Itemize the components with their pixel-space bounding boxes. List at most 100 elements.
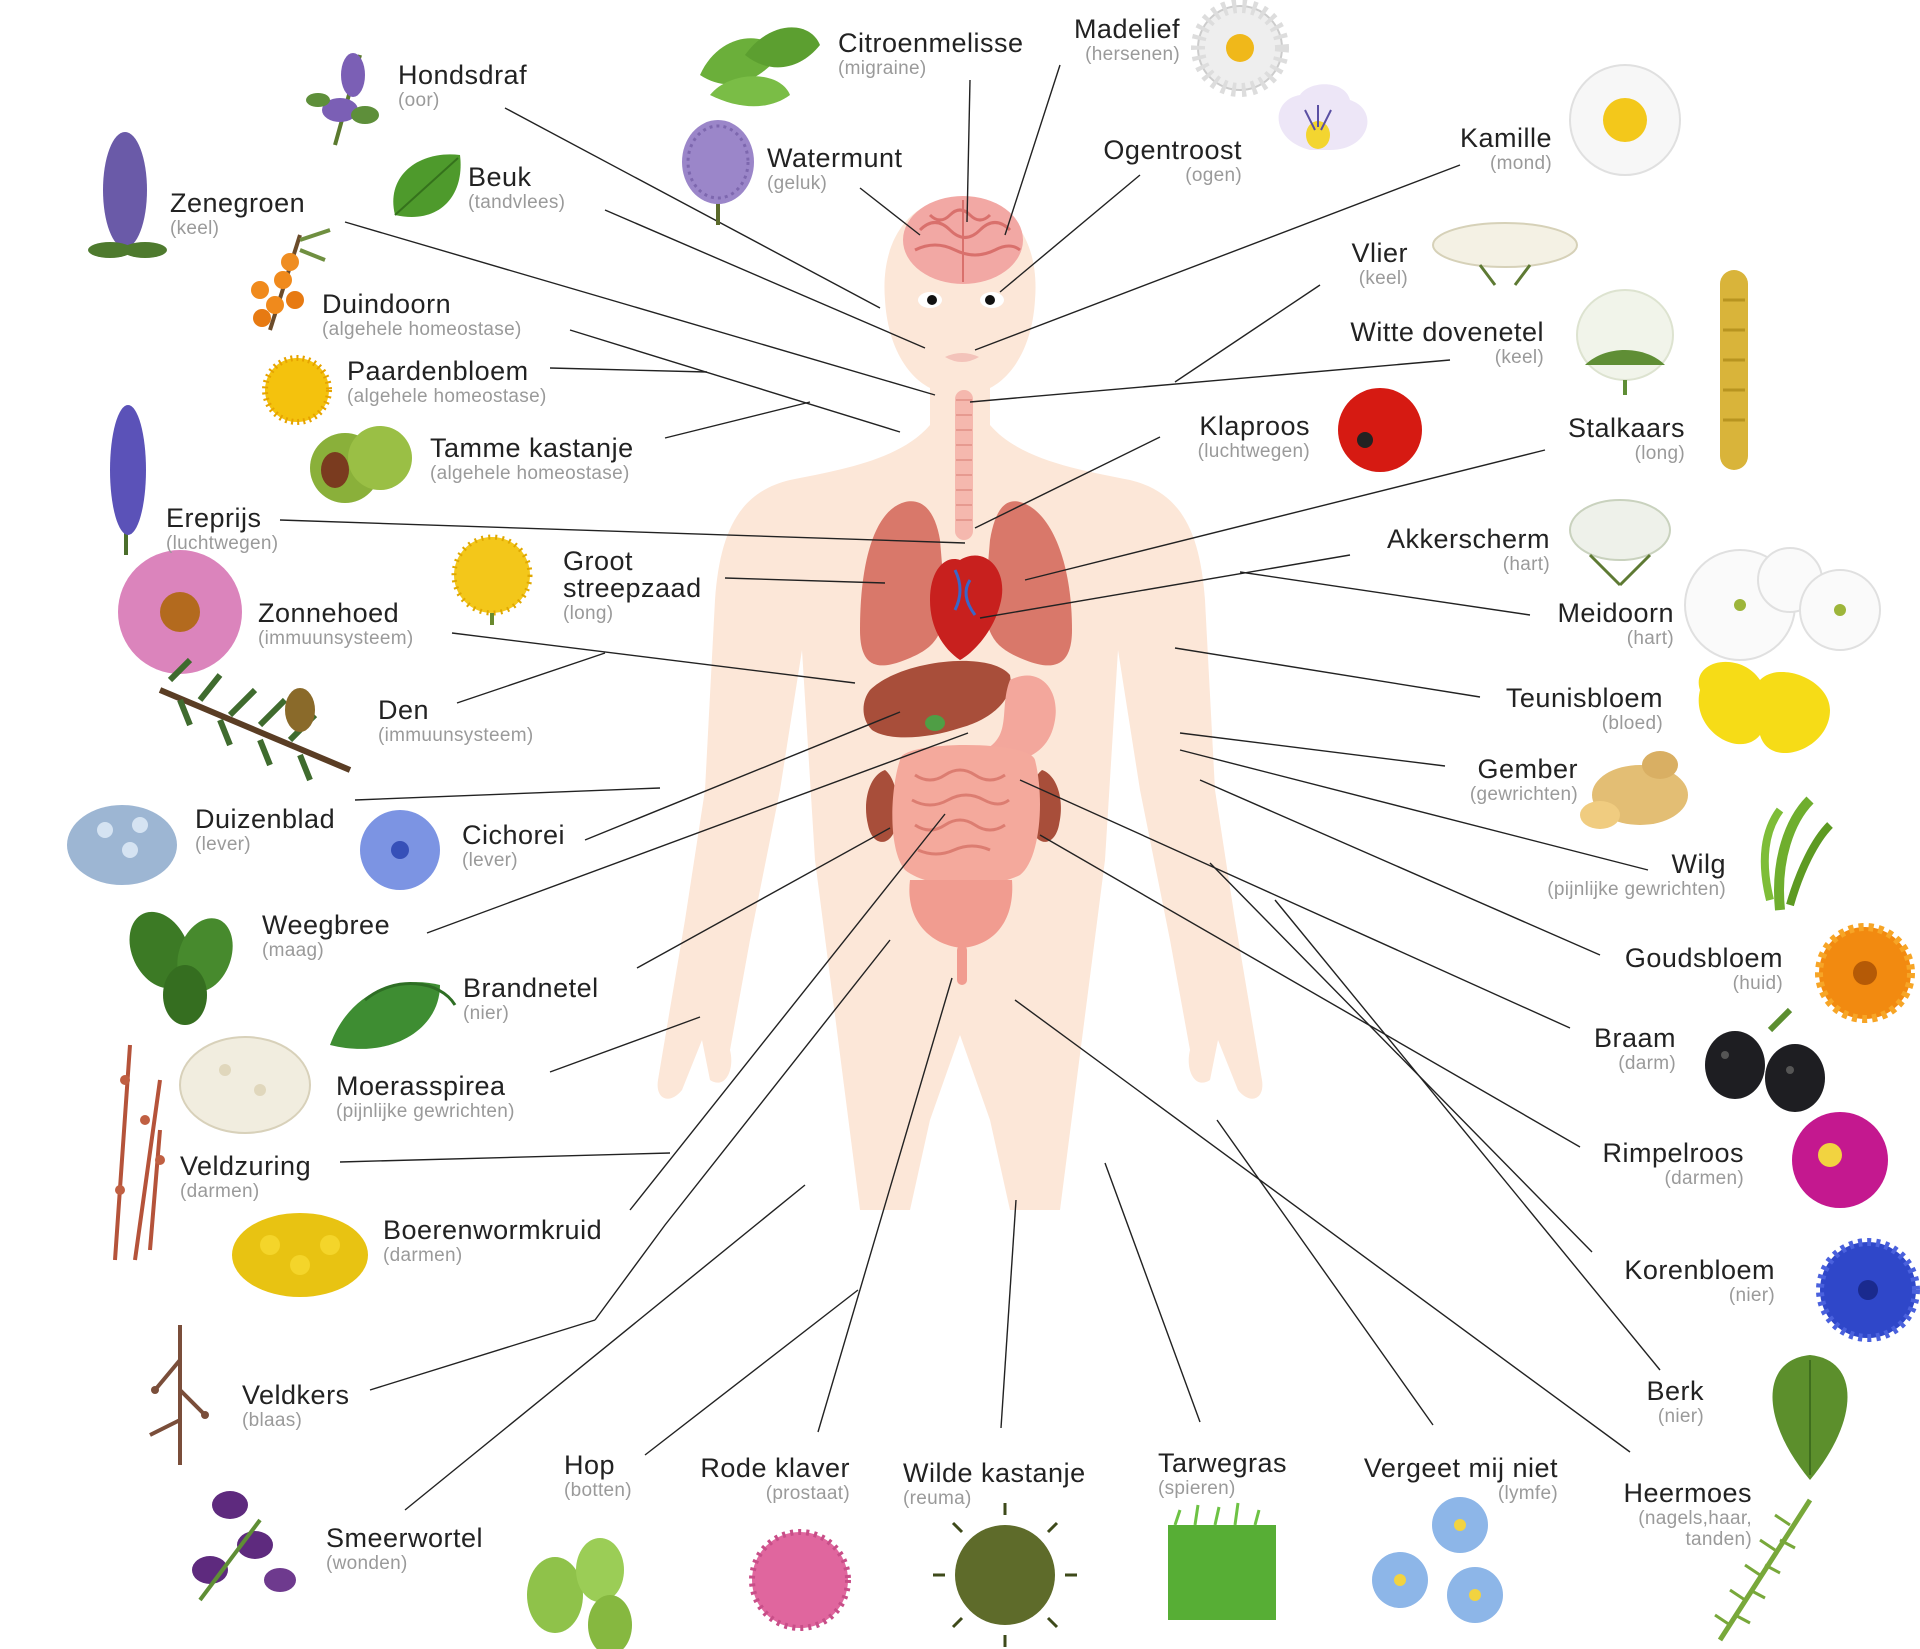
- plant-organ: (maag): [262, 940, 324, 961]
- label-citroenmelisse: Citroenmelisse(migraine): [838, 28, 1024, 79]
- plant-name: Citroenmelisse: [838, 28, 1024, 58]
- label-duizenblad: Duizenblad(lever): [195, 804, 336, 855]
- label-madelief: Madelief(hersenen): [1068, 16, 1180, 65]
- plant-organ: (algehele homeostase): [430, 463, 630, 484]
- plant-name: Vergeet mij niet: [1363, 1453, 1558, 1483]
- plant-name: Cichorei: [462, 820, 566, 850]
- label-ereprijs: Ereprijs(luchtwegen): [166, 503, 278, 554]
- label-teunisbloem: Teunisbloem(bloed): [1480, 683, 1663, 734]
- wild-carrot-flower-icon: [1569, 499, 1671, 587]
- plant-organ: (tandvlees): [468, 192, 566, 213]
- plant-name: Kamille: [1459, 123, 1552, 153]
- plant-name: Beuk: [468, 162, 532, 192]
- plant-name: Den: [378, 695, 430, 725]
- plant-name: Meidoorn: [1557, 598, 1674, 628]
- plant-organ: (mond): [1490, 153, 1552, 174]
- label-vlier: Vlier(keel): [1310, 240, 1408, 289]
- evening-primrose-flower-icon: [1698, 661, 1830, 754]
- label-meidoorn: Meidoorn(hart): [1540, 598, 1674, 649]
- label-gember: Gember(gewrichten): [1440, 756, 1578, 805]
- plant-name: Goudsbloem: [1624, 943, 1783, 973]
- plant-name: Teunisbloem: [1505, 683, 1663, 713]
- cress-plant-icon: [149, 1325, 209, 1465]
- plant-organ: (nier): [1728, 1285, 1775, 1306]
- plant-organ: (algehele homeostase): [347, 386, 547, 407]
- elderflower-icon: [1432, 222, 1578, 286]
- plant-organ: (hersenen): [1085, 44, 1180, 65]
- plant-organ: (luchtwegen): [1197, 441, 1310, 462]
- plant-name: Rode klaver: [700, 1453, 850, 1483]
- intestines: [892, 745, 1040, 886]
- bladder: [909, 880, 1013, 985]
- label-akkerscherm: Akkerscherm(hart): [1370, 526, 1550, 575]
- beech-leaf-icon: [393, 154, 461, 217]
- plant-name: Paardenbloem: [347, 356, 529, 386]
- red-clover-icon: [749, 1529, 851, 1631]
- label-paardenbloem: Paardenbloem(algehele homeostase): [347, 356, 547, 407]
- plant-name: Zenegroen: [170, 188, 306, 218]
- plant-organ: (darm): [1618, 1053, 1676, 1074]
- connector-lines: [279, 64, 1661, 1511]
- plant-name: Tarwegras: [1158, 1448, 1288, 1478]
- plant-organ: (migraine): [838, 58, 927, 79]
- plant-name: Ereprijs: [166, 503, 262, 533]
- label-boerenwormkruid: Boerenwormkruid(darmen): [383, 1215, 603, 1266]
- plant-name: Tamme kastanje: [430, 433, 634, 463]
- plant-name: Klaproos: [1199, 411, 1310, 441]
- label-ogentroost: Ogentroost(ogen): [1080, 135, 1242, 186]
- pine-branch-icon: [158, 657, 352, 782]
- plant-name: Wilg: [1671, 849, 1726, 879]
- plant-name: Duizenblad: [195, 804, 336, 834]
- label-moerasspirea: Moerasspirea(pijnlijke gewrichten): [336, 1073, 515, 1122]
- plant-name: Stalkaars: [1567, 413, 1685, 443]
- label-heermoes: Heermoes(nagels,haar, tanden): [1610, 1480, 1752, 1551]
- plant-organ: (lever): [462, 850, 518, 871]
- plant-organ: (spieren): [1158, 1478, 1236, 1499]
- chicory-flower-icon: [360, 810, 440, 890]
- plant-organ: (lever): [195, 834, 251, 855]
- plant-organ: (keel): [1494, 347, 1544, 368]
- label-wilde-kastanje: Wilde kastanje(reuma): [903, 1460, 1086, 1509]
- eyebright-flower-icon: [1278, 84, 1368, 150]
- plant-organ: (prostaat): [765, 1483, 850, 1504]
- plant-organ: (immuunsysteem): [258, 628, 414, 649]
- plant-name: Korenbloem: [1624, 1255, 1775, 1285]
- water-mint-flower-icon: [682, 120, 754, 225]
- plant-name: Zonnehoed: [258, 598, 400, 628]
- eyes: [918, 292, 1004, 308]
- plant-name: Ogentroost: [1103, 135, 1242, 165]
- bugle-flower-icon: [88, 132, 167, 258]
- plant-organ: (long): [563, 603, 614, 624]
- sea-buckthorn-berries-icon: [251, 228, 331, 331]
- label-korenbloem: Korenbloem(nier): [1570, 1255, 1775, 1306]
- plant-organ: (pijnlijke gewrichten): [1547, 879, 1726, 900]
- plant-organ: (pijnlijke gewrichten): [336, 1101, 515, 1122]
- label-brandnetel: Brandnetel(nier): [463, 975, 599, 1024]
- label-hondsdraf: Hondsdraf(oor): [398, 62, 527, 111]
- plant-organ: (reuma): [903, 1488, 972, 1509]
- daisy-flower-icon: [1191, 0, 1289, 97]
- plant-organ: (gewrichten): [1469, 784, 1578, 805]
- label-vergeet-mij-niet: Vergeet mij niet(lymfe): [1345, 1453, 1558, 1504]
- plant-name: Boerenwormkruid: [383, 1215, 603, 1245]
- plant-organ: (blaas): [242, 1410, 303, 1431]
- mouth: [945, 353, 979, 362]
- plant-name: Weegbree: [262, 910, 391, 940]
- plant-organ: (darmen): [383, 1245, 463, 1266]
- plant-organ: (huid): [1732, 973, 1783, 994]
- meadowsweet-flower-icon: [179, 1036, 311, 1134]
- plant-name: Heermoes: [1623, 1478, 1752, 1508]
- sorrel-plant-icon: [113, 1044, 165, 1261]
- plant-name: Veldzuring: [180, 1151, 312, 1181]
- white-deadnettle-icon: [1576, 289, 1674, 395]
- plant-organ: (algehele homeostase): [322, 319, 522, 340]
- plant-organ: (darmen): [1664, 1168, 1744, 1189]
- plant-organ: (hart): [1626, 628, 1674, 649]
- plant-organ: (keel): [1358, 268, 1408, 289]
- label-zonnehoed: Zonnehoed(immuunsysteem): [258, 598, 414, 649]
- willow-leaves-icon: [1760, 796, 1833, 911]
- label-cichorei: Cichorei(lever): [462, 820, 566, 871]
- label-beuk: Beuk(tandvlees): [468, 162, 566, 213]
- plant-organ: (wonden): [326, 1553, 408, 1574]
